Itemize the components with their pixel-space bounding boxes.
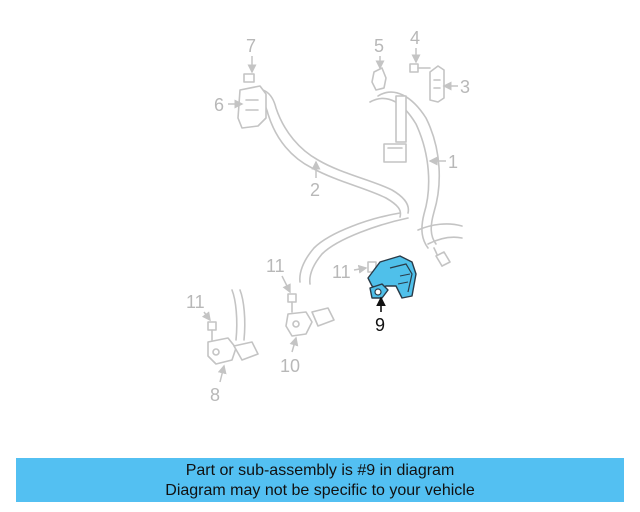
bracket-part-3 — [429, 65, 445, 103]
guide-assembly — [237, 73, 267, 129]
callout-2: 2 — [310, 180, 320, 200]
belt-retractor-webbing — [369, 91, 463, 267]
bolt-part-11-a — [287, 293, 297, 313]
upper-anchor-assembly — [371, 67, 407, 163]
callout-10: 10 — [280, 356, 300, 376]
callout-9: 9 — [375, 315, 385, 335]
callout-11-b: 11 — [332, 262, 351, 282]
banner-line-2: Diagram may not be specific to your vehi… — [165, 482, 475, 499]
leader-8 — [217, 364, 227, 383]
bolt-part-4 — [409, 63, 431, 73]
callout-8: 8 — [210, 385, 220, 405]
leader-11a — [281, 275, 291, 294]
leader-11b — [353, 264, 368, 274]
callout-6: 6 — [214, 95, 224, 115]
leader-11c — [201, 311, 211, 322]
lower-anchor-part-8 — [207, 289, 259, 365]
buckle-part-10 — [285, 307, 335, 337]
callout-11-c: 11 — [186, 292, 205, 312]
highlighted-part-9 — [367, 255, 417, 299]
callout-5: 5 — [374, 36, 384, 56]
banner-line-1: Part or sub-assembly is #9 in diagram — [185, 462, 455, 479]
info-banner: Part or sub-assembly is #9 in diagram Di… — [16, 458, 624, 502]
callout-4: 4 — [410, 28, 420, 48]
bolt-part-11-b — [207, 321, 217, 341]
callout-1: 1 — [448, 152, 458, 172]
parts-diagram: 1 2 3 4 5 6 7 8 9 10 11 11 11 — [186, 28, 470, 405]
callout-11-a: 11 — [266, 256, 285, 276]
callout-7: 7 — [246, 36, 256, 56]
callout-3: 3 — [460, 77, 470, 97]
leader-10 — [289, 336, 299, 353]
